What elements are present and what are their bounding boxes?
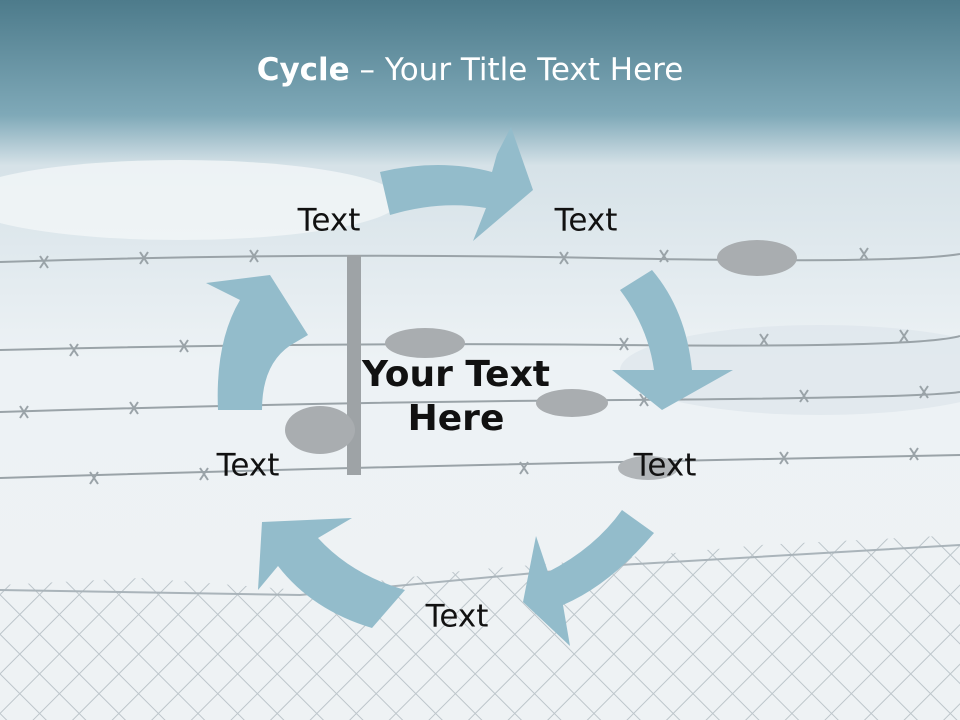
slide-title: Cycle – Your Title Text Here	[0, 52, 940, 88]
cycle-arrows	[206, 127, 733, 646]
step-label-top-left: Text	[297, 202, 361, 239]
title-rest: – Your Title Text Here	[349, 52, 684, 88]
step-label-right: Text	[633, 447, 697, 484]
wire-clamp	[285, 406, 355, 454]
center-text: Your Text Here	[326, 353, 586, 441]
title-bold: Cycle	[256, 52, 350, 88]
wire-clamp	[717, 240, 797, 276]
cycle-arrow-lower-right	[523, 510, 654, 646]
step-label-top-right: Text	[554, 202, 618, 239]
center-text-line1: Your Text	[361, 354, 551, 396]
wire-clamp	[385, 328, 465, 358]
center-text-line2: Here	[407, 398, 505, 439]
step-label-left: Text	[216, 447, 280, 484]
cycle-arrow-left	[206, 275, 308, 410]
step-label-bottom: Text	[425, 598, 489, 635]
wire-clamp	[618, 456, 678, 480]
cycle-arrow-top	[380, 127, 533, 241]
chain-link-fence	[0, 535, 960, 720]
barbs	[19, 247, 929, 485]
cycle-arrow-upper-right	[612, 270, 733, 410]
cycle-arrow-bottom	[258, 518, 405, 628]
wire-clamp	[536, 389, 608, 417]
